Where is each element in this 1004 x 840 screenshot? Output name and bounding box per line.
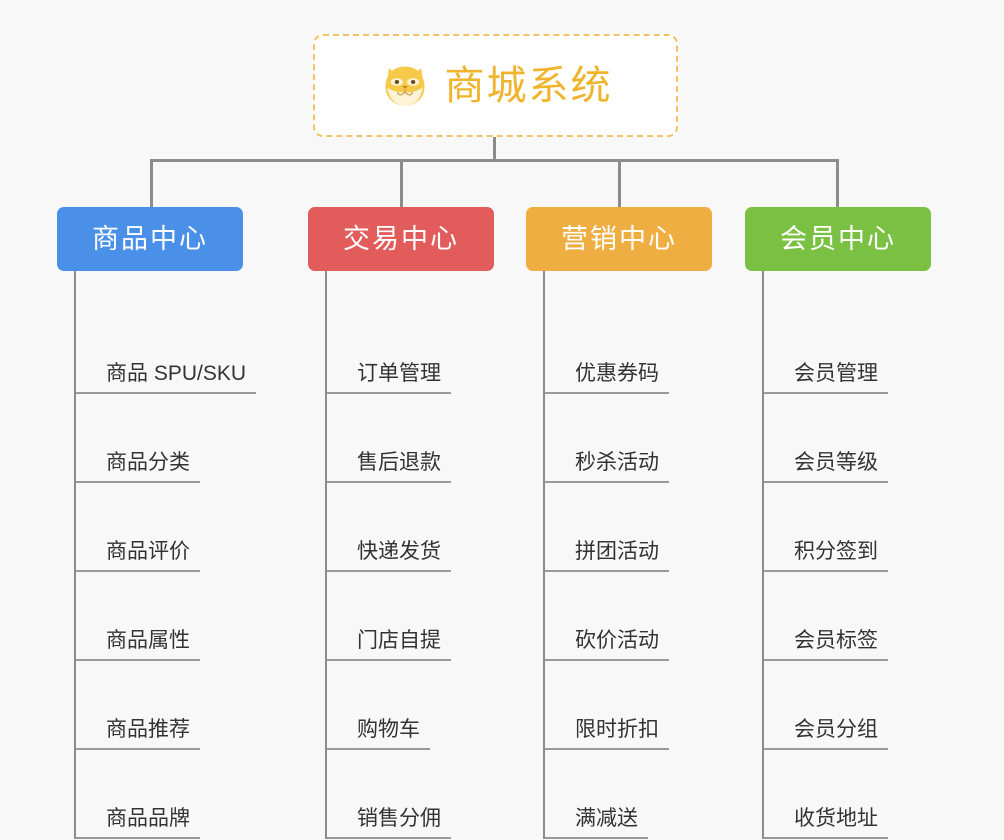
list-item-rule xyxy=(545,837,648,839)
connector-drop-2 xyxy=(400,159,403,208)
list-item[interactable]: 商品分类 xyxy=(76,394,243,483)
list-item[interactable]: 拼团活动 xyxy=(545,483,712,572)
list-item-rule xyxy=(327,570,451,572)
list-item-rule xyxy=(327,481,451,483)
list-item-label: 会员标签 xyxy=(794,629,878,652)
list-item-label: 限时折扣 xyxy=(575,718,659,741)
list-item[interactable]: 砍价活动 xyxy=(545,572,712,661)
list-item[interactable]: 售后退款 xyxy=(327,394,494,483)
list-item[interactable]: 积分签到 xyxy=(764,483,931,572)
list-item-rule xyxy=(764,570,888,572)
list-item[interactable]: 商品 SPU/SKU xyxy=(76,305,256,394)
category-header-营销中心[interactable]: 营销中心 xyxy=(526,207,712,271)
root-node-title: 商城系统 xyxy=(444,63,613,108)
connector-horizontal-bus xyxy=(150,159,839,162)
list-item-label: 快递发货 xyxy=(357,540,441,563)
list-item-rule xyxy=(327,659,451,661)
category-header-label: 交易中心 xyxy=(343,223,459,254)
list-item-label: 销售分佣 xyxy=(357,807,441,830)
list-item-label: 商品评价 xyxy=(106,540,190,563)
category-header-交易中心[interactable]: 交易中心 xyxy=(308,207,494,271)
connector-drop-4 xyxy=(836,159,839,208)
list-item[interactable]: 商品评价 xyxy=(76,483,243,572)
connector-drop-3 xyxy=(618,159,621,208)
list-item-label: 满减送 xyxy=(575,807,638,830)
list-item-label: 砍价活动 xyxy=(575,629,659,652)
list-item-label: 售后退款 xyxy=(357,451,441,474)
list-item[interactable]: 购物车 xyxy=(327,661,494,750)
list-item-rule xyxy=(764,837,888,839)
list-item[interactable]: 会员管理 xyxy=(764,305,931,394)
list-item-rule xyxy=(327,748,430,750)
list-item-label: 购物车 xyxy=(357,718,420,741)
list-item-rule xyxy=(327,392,451,394)
list-item[interactable]: 商品属性 xyxy=(76,572,243,661)
category-branch: 订单管理 售后退款 快递发货 门店自提 购物车 销售分佣 xyxy=(325,271,494,839)
list-item-label: 会员分组 xyxy=(794,718,878,741)
connector-drop-1 xyxy=(150,159,153,208)
list-item-rule xyxy=(327,837,451,839)
category-branch: 优惠券码 秒杀活动 拼团活动 砍价活动 限时折扣 满减送 xyxy=(543,271,712,839)
category-branch: 会员管理 会员等级 积分签到 会员标签 会员分组 收货地址 xyxy=(762,271,931,839)
connector-root-stem xyxy=(493,137,496,162)
list-item[interactable]: 满减送 xyxy=(545,750,712,839)
list-item-label: 商品推荐 xyxy=(106,718,190,741)
list-item-rule xyxy=(764,481,888,483)
list-item-rule xyxy=(76,837,200,839)
list-item-label: 拼团活动 xyxy=(575,540,659,563)
list-item-rule xyxy=(76,748,200,750)
list-item[interactable]: 销售分佣 xyxy=(327,750,494,839)
list-item[interactable]: 快递发货 xyxy=(327,483,494,572)
list-item-label: 会员管理 xyxy=(794,362,878,385)
list-item[interactable]: 商品品牌 xyxy=(76,750,243,839)
category-branch: 商品 SPU/SKU 商品分类 商品评价 商品属性 商品推荐 商品品牌 xyxy=(74,271,256,839)
list-item-label: 收货地址 xyxy=(794,807,878,830)
list-item-rule xyxy=(76,481,200,483)
list-item-rule xyxy=(764,659,888,661)
list-item[interactable]: 秒杀活动 xyxy=(545,394,712,483)
category-column-商品中心: 商品中心 商品 SPU/SKU 商品分类 商品评价 商品属性 商品推荐 xyxy=(57,207,256,839)
category-header-商品中心[interactable]: 商品中心 xyxy=(57,207,243,271)
list-item-rule xyxy=(545,570,669,572)
list-item-rule xyxy=(764,392,888,394)
category-header-label: 商品中心 xyxy=(92,223,208,254)
list-item[interactable]: 商品推荐 xyxy=(76,661,243,750)
list-item-label: 会员等级 xyxy=(794,451,878,474)
list-item-rule xyxy=(545,659,669,661)
list-item[interactable]: 会员分组 xyxy=(764,661,931,750)
list-item[interactable]: 门店自提 xyxy=(327,572,494,661)
list-item-label: 商品属性 xyxy=(106,629,190,652)
category-header-会员中心[interactable]: 会员中心 xyxy=(745,207,931,271)
category-header-label: 营销中心 xyxy=(561,223,677,254)
list-item-label: 优惠券码 xyxy=(575,362,659,385)
root-node-商城系统[interactable]: 商城系统 xyxy=(313,34,678,137)
list-item[interactable]: 收货地址 xyxy=(764,750,931,839)
category-column-营销中心: 营销中心 优惠券码 秒杀活动 拼团活动 砍价活动 限时折扣 xyxy=(526,207,712,839)
list-item-rule xyxy=(764,748,888,750)
list-item-label: 商品 SPU/SKU xyxy=(106,362,247,385)
shiba-dog-face-icon xyxy=(379,60,431,112)
list-item-label: 秒杀活动 xyxy=(575,451,659,474)
category-header-label: 会员中心 xyxy=(780,223,896,254)
category-column-交易中心: 交易中心 订单管理 售后退款 快递发货 门店自提 购物车 xyxy=(308,207,494,839)
list-item-label: 商品分类 xyxy=(106,451,190,474)
list-item[interactable]: 会员标签 xyxy=(764,572,931,661)
list-item-label: 商品品牌 xyxy=(106,807,190,830)
list-item-label: 订单管理 xyxy=(357,362,441,385)
list-item-rule xyxy=(545,481,669,483)
list-item[interactable]: 订单管理 xyxy=(327,305,494,394)
list-item-rule xyxy=(76,392,256,394)
category-column-会员中心: 会员中心 会员管理 会员等级 积分签到 会员标签 会员分组 xyxy=(745,207,931,839)
list-item-rule xyxy=(545,748,669,750)
list-item[interactable]: 限时折扣 xyxy=(545,661,712,750)
root-node-content: 商城系统 xyxy=(379,60,613,112)
list-item-label: 门店自提 xyxy=(357,629,441,652)
list-item-rule xyxy=(76,570,200,572)
list-item-rule xyxy=(545,392,669,394)
list-item[interactable]: 会员等级 xyxy=(764,394,931,483)
list-item[interactable]: 优惠券码 xyxy=(545,305,712,394)
list-item-label: 积分签到 xyxy=(794,540,878,563)
list-item-rule xyxy=(76,659,200,661)
